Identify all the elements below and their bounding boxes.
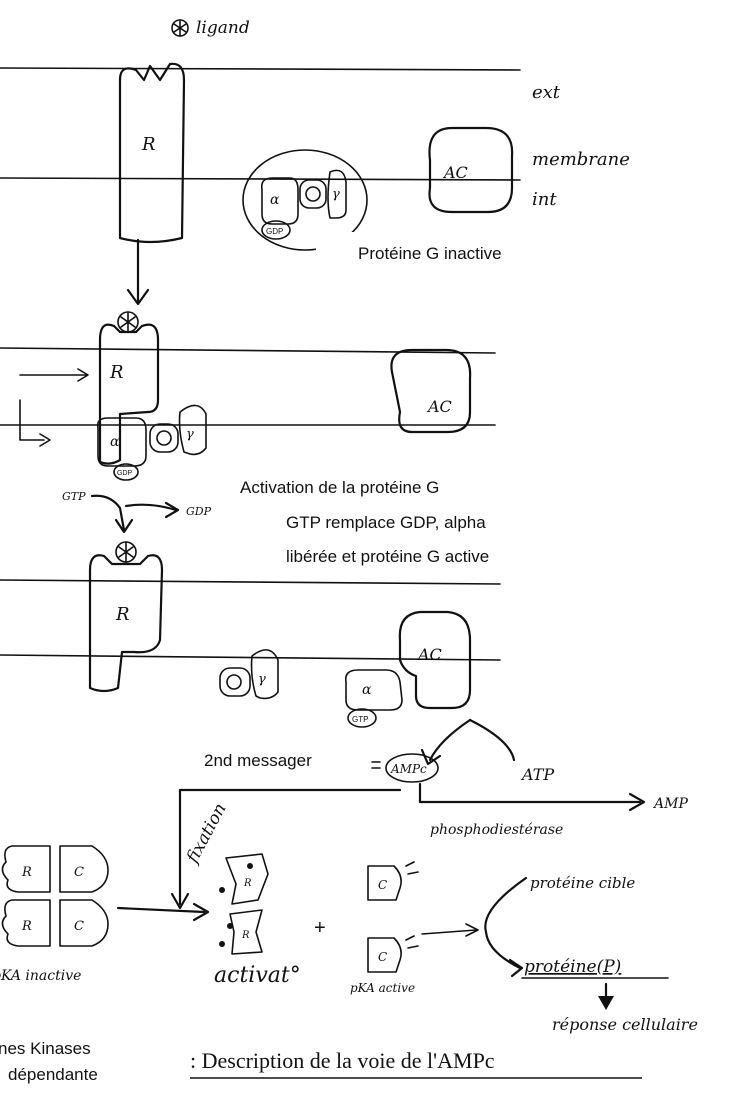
receptor-label-3: R: [115, 604, 130, 625]
svg-text:C: C: [378, 950, 387, 964]
receptor-label-2: R: [109, 362, 124, 383]
panel-active: R γ AC α GTP 2nd messager AMPc ATP AMP p…: [0, 541, 688, 910]
panel-inactive: ext membrane int R AC α γ GDP Protéine G…: [0, 62, 630, 306]
alpha-subunit-2: [96, 417, 147, 467]
pka-to-target-arrow: [421, 929, 477, 935]
phosphodiesterase-label: phosphodiestérase: [430, 822, 563, 838]
amp-label: AMP: [652, 796, 688, 812]
ampc-label: AMPc: [390, 762, 427, 776]
gtp-in-label: GTP: [62, 490, 86, 503]
receptor-label-1: R: [141, 134, 156, 155]
membrane-inner-line-3: [0, 654, 501, 661]
ligand-legend: ligand: [171, 18, 250, 38]
kinases-label-line1: nes Kinases: [0, 1039, 91, 1058]
ampc-oval: [385, 753, 439, 783]
plus-sign: +: [314, 917, 326, 939]
pka-r-subunit-2: [1, 899, 51, 947]
beta-subunit-3: [219, 667, 251, 697]
panel-activation: R AC α γ GDP GTP GDP Activation de la pr…: [0, 311, 580, 578]
ligand-legend-label: ligand: [196, 18, 250, 38]
adenylate-cyclase-3: [398, 610, 472, 710]
gamma-label-1: γ: [332, 187, 340, 202]
figure-caption: : Description de la voie de l'AMPc: [190, 1048, 495, 1073]
ampc-to-amp-arrow: [418, 782, 642, 804]
receptor-shape-1: [118, 62, 186, 244]
pka-c-label-1: C: [74, 865, 84, 880]
gamma-label-3: γ: [258, 672, 266, 687]
svg-text:R: R: [243, 878, 252, 889]
alpha-subunit-3: [344, 669, 403, 711]
adenylate-cyclase-2: [390, 348, 472, 434]
alpha-label-2: α: [110, 434, 120, 450]
pka-r-subunit-1: [1, 845, 51, 893]
receptor-shape-2: [98, 323, 160, 465]
pka-active-label: pKA active: [350, 981, 415, 995]
replace-label-line2: libérée et protéine G active: [286, 547, 489, 566]
pka-activation-arrow: [116, 906, 206, 914]
cell-response-label: réponse cellulaire: [552, 1015, 698, 1034]
membrane-outer-line-2: [0, 347, 496, 354]
second-messenger-label: 2nd messager: [204, 751, 312, 770]
gtp-small-label-3: GTP: [352, 715, 368, 724]
replace-label-line1: GTP remplace GDP, alpha: [286, 513, 486, 532]
atp-label: ATP: [520, 765, 554, 784]
alpha-label-3: α: [362, 682, 372, 698]
pka-r-label-2: R: [21, 919, 32, 934]
pka-c-active-2: [367, 937, 402, 973]
pka-c-active-1: [367, 865, 402, 901]
pka-c-subunit-2: [59, 899, 109, 947]
gdp-release-arrow: [124, 503, 178, 512]
g-inactive-label: Protéine G inactive: [358, 244, 502, 263]
gamma-subunit-3: [250, 649, 279, 700]
alpha-subunit-1: [260, 177, 299, 225]
kinases-label-line2: dépendante: [8, 1065, 98, 1084]
membrane-outer-line: [0, 67, 521, 71]
gamma-subunit-1: [327, 169, 347, 219]
pka-inactive-label: pKA inactive: [0, 968, 81, 984]
beta-subunit-2: [149, 423, 179, 453]
panel-pka: R C R C pKA inactive R R activat° + C C …: [0, 845, 698, 1034]
ext-label: ext: [532, 82, 561, 103]
ac-label-1: AC: [442, 163, 468, 182]
gdp-small-label-1: GDP: [266, 227, 283, 236]
membrane-inner-line: [0, 177, 521, 181]
receptor-shape-3: [88, 554, 164, 693]
svg-text:R: R: [241, 930, 250, 941]
beta-subunit-1: [299, 179, 327, 209]
membrane-label: membrane: [532, 149, 630, 170]
ac-label-3: AC: [416, 645, 442, 664]
gtp-bound-3: [347, 708, 377, 728]
gamma-label-2: γ: [186, 427, 194, 442]
activat-label: activat°: [214, 963, 301, 988]
svg-text:C: C: [378, 878, 387, 892]
ac-catalysis-curve: [428, 718, 472, 762]
gtp-exchange-arrow: [90, 494, 126, 532]
activated-r-2: [229, 909, 263, 955]
pka-r-label-1: R: [21, 865, 32, 880]
fixation-arrow: [178, 788, 402, 906]
phosphorylation-curve: [484, 876, 528, 970]
activation-label: Activation de la protéine G: [240, 478, 439, 497]
caption-area: nes Kinases dépendante : Description de …: [0, 1028, 642, 1090]
pka-c-label-2: C: [74, 919, 84, 934]
gdp-small-label-2: GDP: [117, 470, 133, 477]
membrane-outer-line-3: [0, 579, 501, 585]
gdp-bound-1: [261, 220, 291, 240]
adenylate-cyclase-1: [428, 126, 514, 214]
gdp-bound-2: [113, 463, 139, 481]
activated-r-1: [225, 853, 269, 905]
target-protein-label: protéine cible: [530, 874, 635, 892]
alpha-label-1: α: [270, 192, 280, 208]
phospho-protein-label: protéine(P): [524, 957, 621, 977]
pka-c-subunit-1: [59, 845, 109, 893]
ac-label-2: AC: [426, 397, 452, 416]
fixation-label: fixation: [182, 800, 231, 868]
int-label: int: [532, 189, 557, 210]
gamma-subunit-2: [178, 404, 207, 456]
g-protein-halo: [242, 149, 368, 251]
gdp-out-label: GDP: [186, 505, 212, 518]
